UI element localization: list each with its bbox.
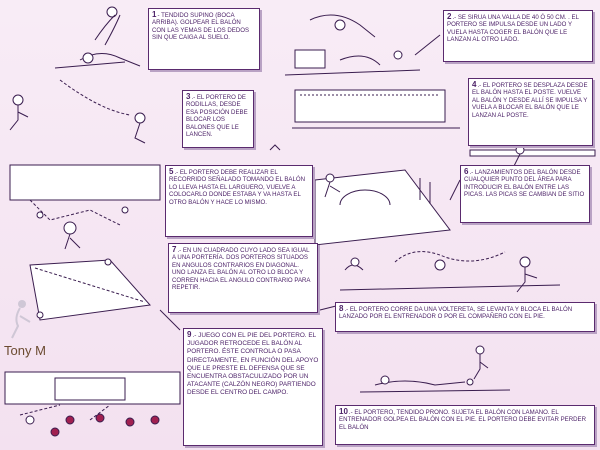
instruction-number: 10 — [339, 407, 348, 416]
instruction-box-6: 6.- LANZAMIENTOS DEL BALÓN DESDE CUALQUI… — [460, 165, 590, 223]
author-watermark: Tony M — [4, 343, 46, 358]
logo-icon — [11, 300, 31, 339]
drill8-sketch — [339, 251, 561, 293]
drill9-sketch — [4, 371, 181, 437]
instruction-number: 6 — [464, 167, 469, 176]
instruction-text: - TENDIDO SUPINO (BOCA ARRIBA). GOLPEAR … — [152, 12, 250, 42]
instruction-text: .- LANZAMIENTOS DEL BALÓN DESDE CUALQUIE… — [464, 169, 585, 199]
instruction-number: 8 — [339, 304, 344, 313]
instruction-text: .- EL PORTERO DE RODILLAS, DESDE ESA POS… — [186, 94, 248, 139]
instruction-number: 5 — [169, 167, 174, 176]
instruction-box-5: 5.- EL PORTERO DEBE REALIZAR EL RECORRID… — [165, 165, 313, 237]
instruction-box-7: 7.- EN UN CUADRADO CUYO LADO SEA IGUAL A… — [168, 243, 318, 313]
instruction-text: .- EL PORTERO SE DESPLAZA DESDE EL BALÓN… — [472, 82, 588, 119]
instruction-number: 9 — [187, 330, 192, 339]
instruction-number: 4 — [472, 80, 477, 89]
drill5-sketch — [9, 164, 161, 250]
instruction-box-3: 3.- EL PORTERO DE RODILLAS, DESDE ESA PO… — [182, 90, 254, 148]
instruction-number: 1 — [152, 10, 157, 19]
instruction-box-8: 8.- EL PORTERO CORRE DA UNA VOLTERETA, S… — [335, 302, 595, 332]
instruction-box-1: 1- TENDIDO SUPINO (BOCA ARRIBA). GOLPEAR… — [148, 8, 260, 70]
drill1-sketch — [54, 6, 141, 69]
drill2-sketch — [284, 14, 421, 76]
instruction-text: .- EL PORTERO, TENDIDO PRONO. SUJETA EL … — [339, 409, 586, 431]
instruction-number: 2 — [447, 12, 452, 21]
instruction-text: .- EL PORTERO DEBE REALIZAR EL RECORRIDO… — [169, 169, 306, 206]
drill10-sketch — [359, 345, 511, 393]
instruction-box-10: 10.- EL PORTERO, TENDIDO PRONO. SUJETA E… — [335, 405, 595, 445]
instruction-box-9: 9.- JUEGO CON EL PIE DEL PORTERO. EL JUG… — [183, 328, 323, 446]
instruction-number: 7 — [172, 245, 177, 254]
instruction-number: 3 — [186, 92, 191, 101]
instruction-box-2: 2.- SE SIRUA UNA VALLA DE 40 Ó 50 cm. . … — [443, 10, 593, 62]
instruction-text: .- SE SIRUA UNA VALLA DE 40 Ó 50 cm. . E… — [447, 14, 579, 44]
instruction-text: .- EL PORTERO CORRE DA UNA VOLTERETA, SE… — [339, 306, 573, 321]
drill6-sketch — [314, 169, 451, 246]
drill4-sketch — [469, 145, 596, 167]
instruction-text: .- JUEGO CON EL PIE DEL PORTERO. EL JUGA… — [187, 332, 319, 397]
instruction-text: .- EN UN CUADRADO CUYO LADO SEA IGUAL A … — [172, 247, 311, 292]
instruction-box-4: 4.- EL PORTERO SE DESPLAZA DESDE EL BALÓ… — [468, 78, 593, 146]
drill7-sketch — [29, 258, 151, 321]
